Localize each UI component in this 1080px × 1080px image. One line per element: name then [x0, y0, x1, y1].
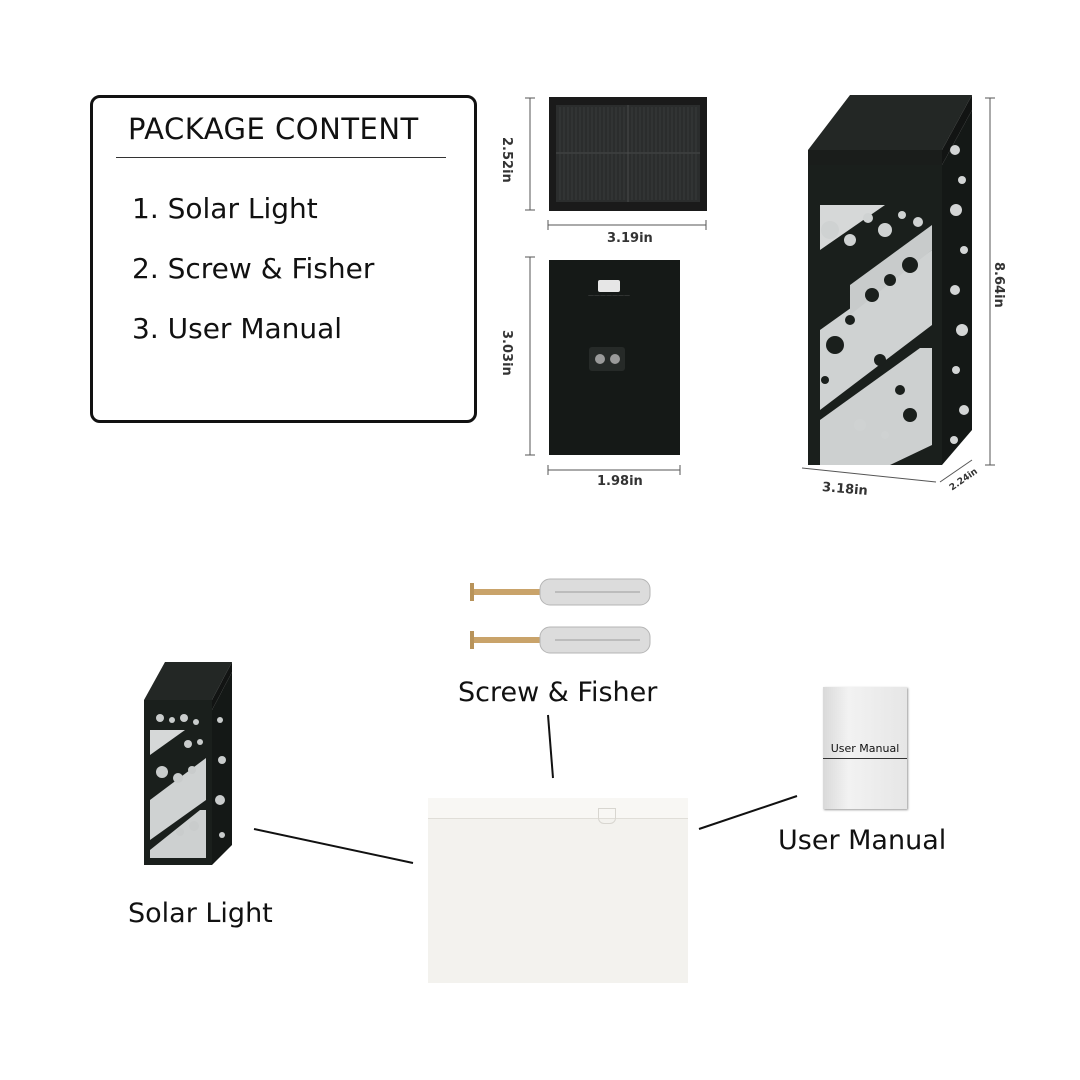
package-item-solar-light: 1. Solar Light — [132, 192, 318, 225]
box-lid — [428, 798, 688, 819]
connector-manual — [698, 795, 798, 830]
package-box-image — [428, 798, 688, 983]
solar-panel-image — [525, 97, 707, 230]
user-manual-cover-text: User Manual — [823, 742, 907, 759]
user-manual-label: User Manual — [778, 825, 947, 856]
package-title-divider — [116, 157, 446, 158]
panel-width-label: 3.19in — [607, 231, 653, 246]
solar-light-dimension-image — [801, 95, 995, 483]
package-content-title: PACKAGE CONTENT — [128, 112, 419, 146]
back-width-label: 1.98in — [597, 474, 643, 489]
package-item-screw-fisher: 2. Screw & Fisher — [132, 252, 375, 285]
screw-fisher-image — [470, 578, 651, 654]
solar-light-label: Solar Light — [128, 898, 273, 929]
connector-screw — [547, 714, 554, 779]
svg-text:———————: ——————— — [588, 292, 630, 299]
package-content-box — [90, 95, 477, 423]
screw-fisher-label: Screw & Fisher — [458, 677, 658, 708]
user-manual-image: User Manual — [823, 687, 907, 809]
back-plate-image: ——————— — [525, 256, 681, 475]
solar-light-small-image — [144, 662, 232, 865]
connector-light — [253, 828, 414, 864]
package-item-user-manual: 3. User Manual — [132, 312, 343, 345]
box-tab — [598, 808, 616, 824]
